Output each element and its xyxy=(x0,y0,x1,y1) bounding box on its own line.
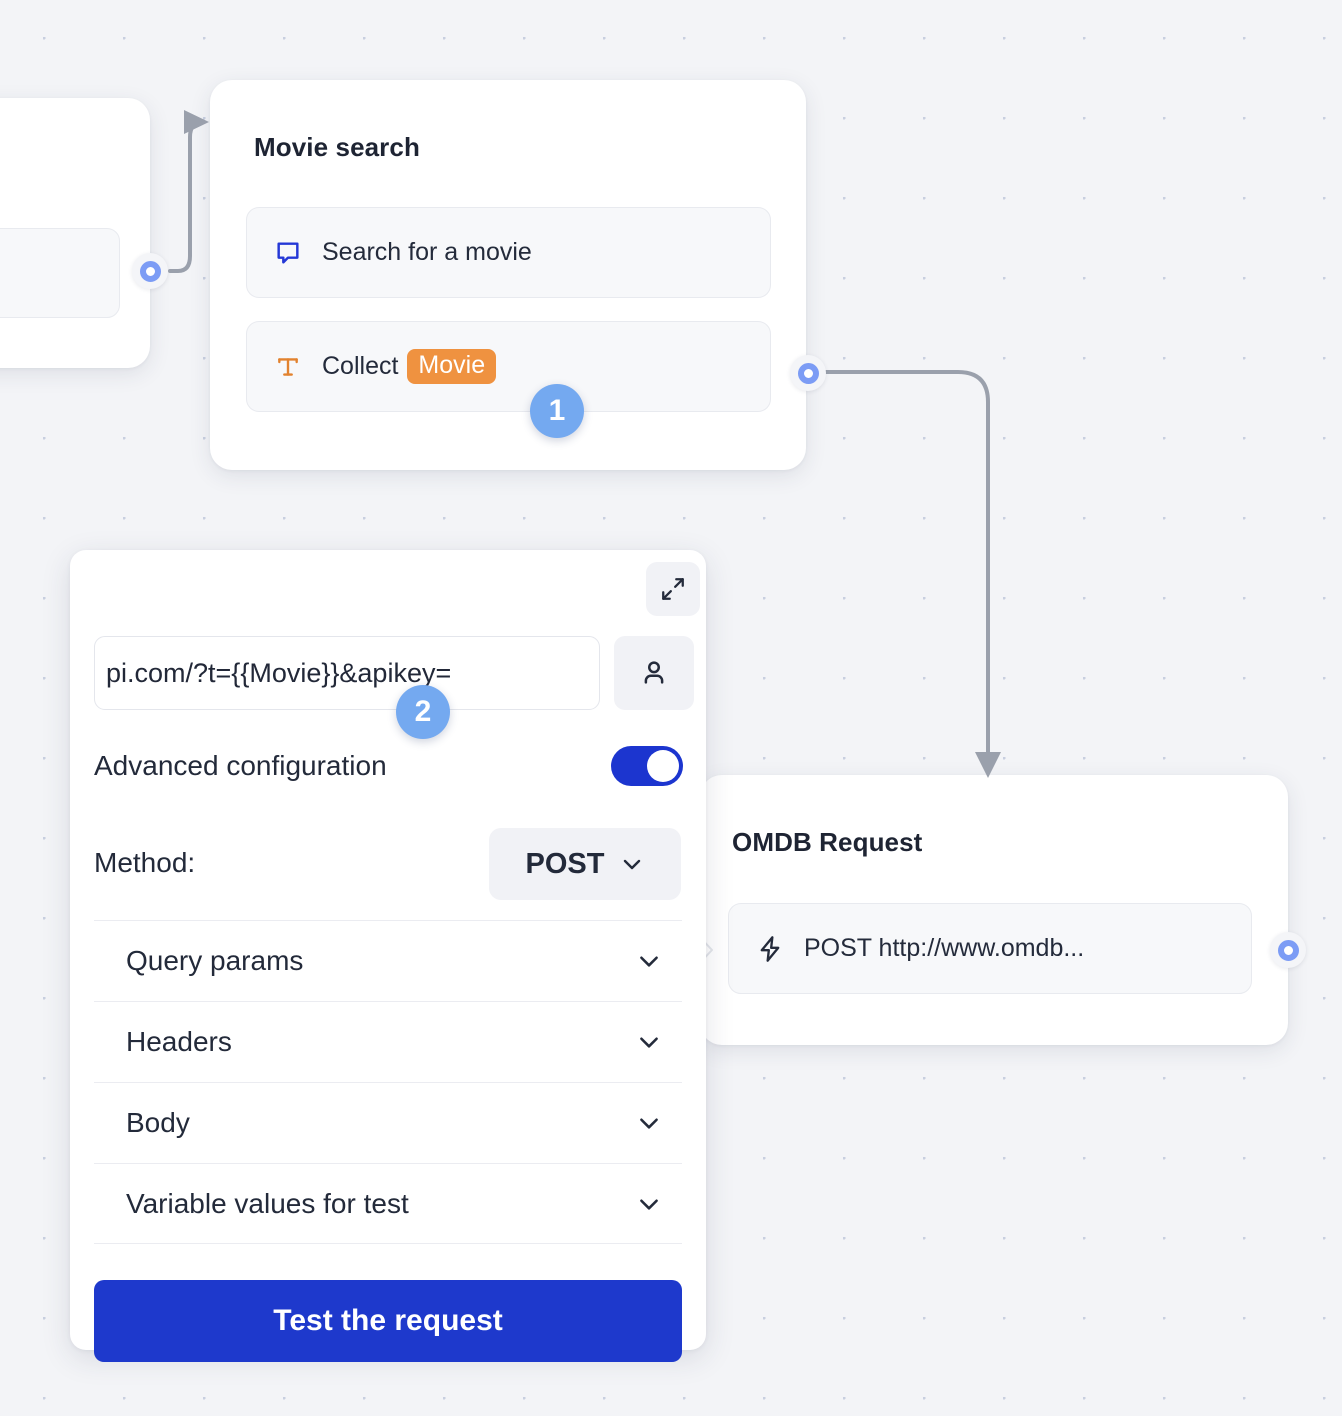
toggle-knob xyxy=(647,750,679,782)
accordion-headers[interactable]: Headers xyxy=(94,1001,682,1082)
speech-bubble-icon xyxy=(273,238,303,268)
node-title-movie-search: Movie search xyxy=(254,132,420,162)
variable-chip-movie[interactable]: Movie xyxy=(407,349,497,384)
step-badge-2: 2 xyxy=(396,685,450,739)
accordion-query-params[interactable]: Query params xyxy=(94,920,682,1001)
node-row-post-request[interactable]: POST http://www.omdb... xyxy=(728,903,1252,994)
node-omdb-request[interactable]: OMDB Request POST http://www.omdb... xyxy=(700,775,1288,1045)
node-row-label: Collect xyxy=(322,352,399,380)
node-movie-search[interactable]: Movie search Search for a movie Collect … xyxy=(210,80,806,470)
expand-diagonal-icon xyxy=(660,576,686,602)
test-the-request-button[interactable]: Test the request xyxy=(94,1280,682,1362)
chevron-down-icon xyxy=(636,1110,682,1136)
method-label: Method: xyxy=(94,847,196,878)
advanced-configuration-toggle[interactable] xyxy=(611,746,683,786)
chevron-down-icon xyxy=(636,1191,682,1217)
accordion-label: Query params xyxy=(126,945,304,976)
method-select[interactable]: POST xyxy=(489,828,681,900)
accordion-body[interactable]: Body xyxy=(94,1082,682,1163)
method-selected-value: POST xyxy=(525,847,605,880)
omdb-request-output-port[interactable] xyxy=(1270,932,1306,968)
accordion-label: Headers xyxy=(126,1026,232,1057)
accordion-variable-values-for-test[interactable]: Variable values for test xyxy=(94,1163,682,1244)
auth-credentials-button[interactable] xyxy=(614,636,694,710)
step-badge-1: 1 xyxy=(530,384,584,438)
chevron-down-icon xyxy=(636,948,682,974)
node-row-label: Search for a movie xyxy=(322,238,532,266)
previous-node[interactable] xyxy=(0,98,150,368)
node-row-search-for-a-movie[interactable]: Search for a movie xyxy=(246,207,771,298)
chevron-down-icon xyxy=(636,1029,682,1055)
person-icon xyxy=(639,658,669,688)
lightning-bolt-icon xyxy=(755,934,785,964)
node-row-label: POST http://www.omdb... xyxy=(804,934,1085,962)
chevron-down-icon xyxy=(620,852,644,876)
text-t-icon xyxy=(273,352,303,382)
node-title-omdb-request: OMDB Request xyxy=(732,827,923,857)
advanced-configuration-label: Advanced configuration xyxy=(94,750,387,781)
request-url-input[interactable]: pi.com/?t={{Movie}}&apikey= xyxy=(94,636,600,710)
accordion-label: Body xyxy=(126,1107,190,1138)
movie-search-output-port[interactable] xyxy=(790,355,826,391)
accordion-label: Variable values for test xyxy=(126,1187,409,1219)
expand-panel-button[interactable] xyxy=(646,562,700,616)
previous-node-output-port[interactable] xyxy=(132,253,168,289)
node-row-collect-movie[interactable]: Collect Movie xyxy=(246,321,771,412)
request-config-panel[interactable]: pi.com/?t={{Movie}}&apikey= Advanced con… xyxy=(70,550,706,1362)
previous-node-row[interactable] xyxy=(0,228,120,318)
